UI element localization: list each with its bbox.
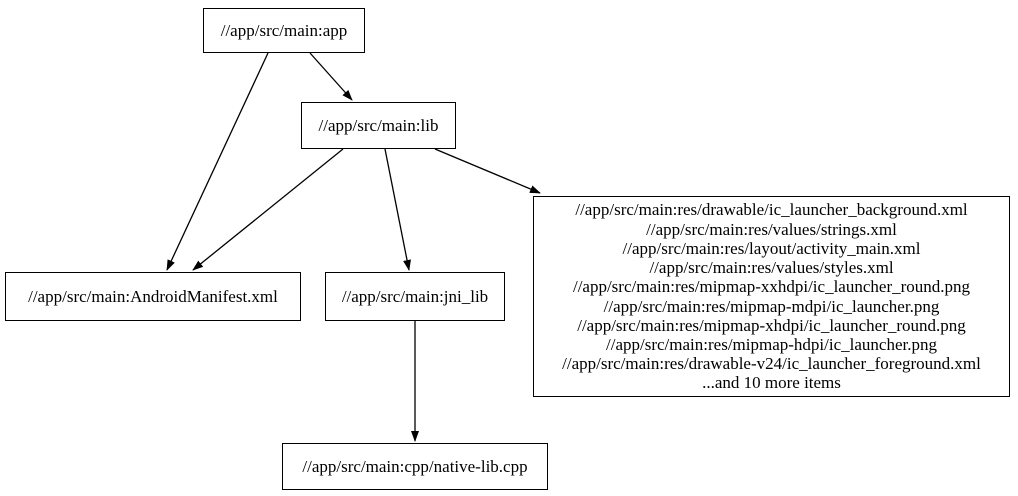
- graph-node-androidmanifest-label: //app/src/main:AndroidManifest.xml: [28, 287, 278, 306]
- graph-node-jni-lib: //app/src/main:jni_lib: [325, 272, 505, 321]
- edge-lib-to-resources: [434, 148, 541, 194]
- graph-node-lib-label: //app/src/main:lib: [318, 116, 439, 135]
- edge-lib-to-androidmanifest: [192, 148, 344, 271]
- graph-node-resources-label: //app/src/main:res/drawable/ic_launcher_…: [562, 200, 981, 393]
- graph-node-androidmanifest: //app/src/main:AndroidManifest.xml: [5, 272, 301, 321]
- graph-node-lib: //app/src/main:lib: [301, 102, 456, 149]
- edge-lib-to-jni-lib: [384, 148, 411, 271]
- graph-node-resources: //app/src/main:res/drawable/ic_launcher_…: [533, 196, 1010, 397]
- graph-node-jni-lib-label: //app/src/main:jni_lib: [341, 287, 489, 306]
- graph-node-native-lib-cpp-label: //app/src/main:cpp/native-lib.cpp: [302, 457, 528, 476]
- graph-node-app: //app/src/main:app: [203, 8, 365, 53]
- edge-app-to-lib: [309, 52, 353, 101]
- graph-node-app-label: //app/src/main:app: [220, 21, 348, 40]
- graph-node-native-lib-cpp: //app/src/main:cpp/native-lib.cpp: [282, 443, 548, 490]
- edge-app-to-androidmanifest: [166, 52, 269, 271]
